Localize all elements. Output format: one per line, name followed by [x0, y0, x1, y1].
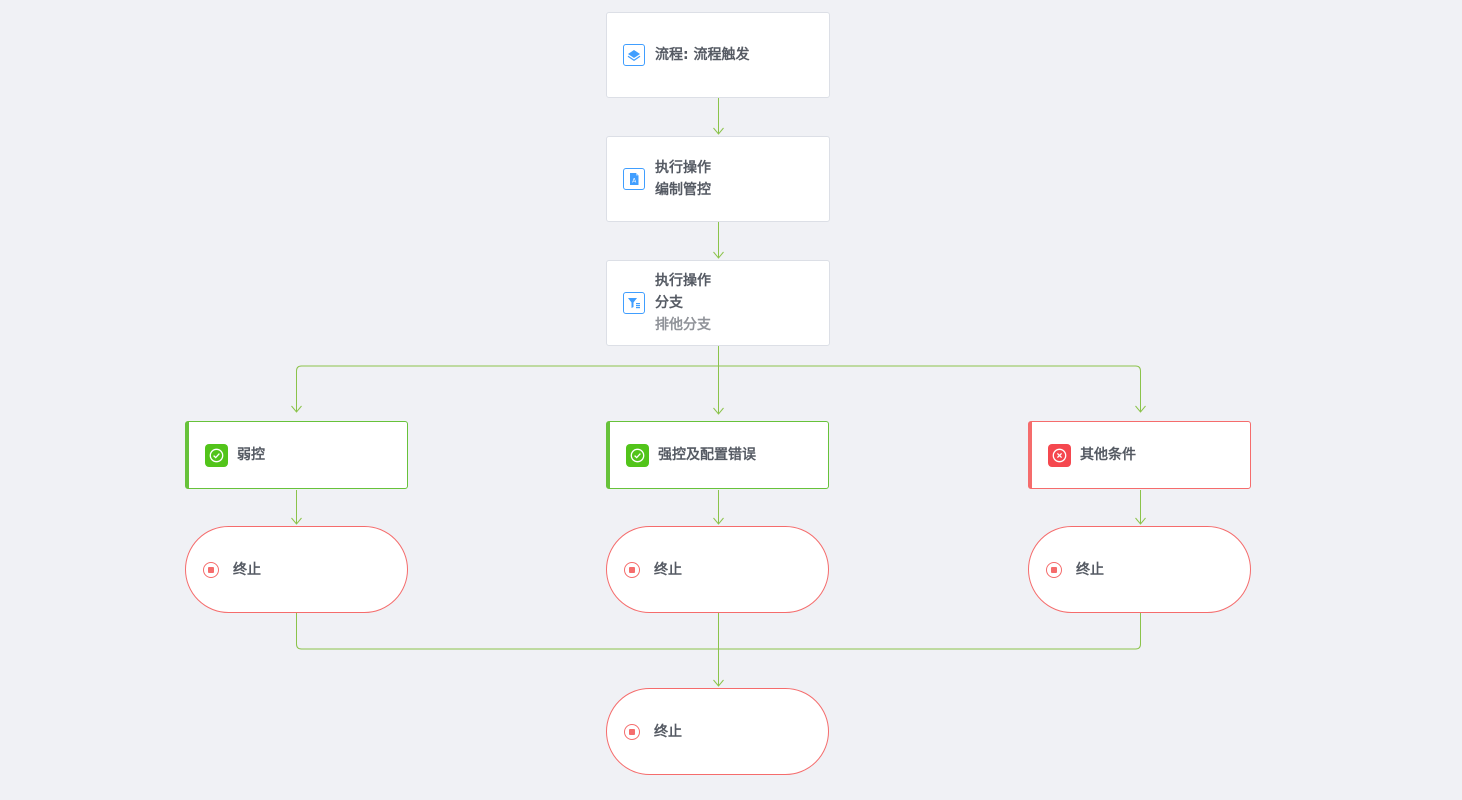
connector-arrowhead: [713, 251, 724, 259]
trigger-label: 流程: 流程触发: [655, 47, 750, 63]
connector-arrowhead: [291, 405, 302, 413]
branch-weak-control[interactable]: 弱控: [185, 421, 408, 489]
branch-strong-control[interactable]: 强控及配置错误: [606, 421, 829, 489]
end-node-label: 终止: [233, 561, 261, 578]
action-compile-label: 编制管控: [655, 182, 711, 198]
action-branch-title: 执行操作: [655, 273, 711, 289]
stop-icon: [624, 561, 640, 578]
connector-arrowhead: [713, 679, 724, 687]
branch-strong-control-label: 强控及配置错误: [658, 447, 756, 463]
stop-icon: [203, 561, 219, 578]
end-node-branch-2[interactable]: 终止: [606, 526, 829, 613]
connector-split: [296, 365, 1141, 412]
document-icon: A: [623, 168, 645, 190]
svg-text:A: A: [632, 178, 637, 185]
end-node-branch-1[interactable]: 终止: [185, 526, 408, 613]
final-end-label: 终止: [654, 723, 682, 740]
final-end-node[interactable]: 终止: [606, 688, 829, 775]
connector-arrowhead: [713, 127, 724, 135]
check-circle-icon: [626, 443, 649, 467]
connector-arrowhead: [713, 407, 724, 415]
branch-weak-control-label: 弱控: [237, 447, 265, 463]
layers-icon: [623, 44, 645, 66]
check-circle-icon: [205, 443, 228, 467]
action-compile-title: 执行操作: [655, 160, 711, 176]
action-branch-sublabel: 排他分支: [655, 317, 711, 333]
action-compile-node[interactable]: A 执行操作 编制管控: [606, 136, 830, 222]
stop-icon: [624, 723, 640, 740]
end-node-branch-3[interactable]: 终止: [1028, 526, 1251, 613]
action-branch-label: 分支: [655, 295, 683, 311]
stop-icon: [1046, 561, 1062, 578]
connector-merge: [296, 613, 1141, 650]
filter-icon: [623, 292, 645, 314]
close-circle-icon: [1048, 443, 1071, 467]
connector-arrowhead: [1135, 405, 1146, 413]
trigger-node[interactable]: 流程: 流程触发: [606, 12, 830, 98]
connector-arrowhead: [713, 517, 724, 525]
end-node-label: 终止: [654, 561, 682, 578]
connector-arrowhead: [291, 517, 302, 525]
branch-other-conditions-label: 其他条件: [1080, 447, 1136, 463]
end-node-label: 终止: [1076, 561, 1104, 578]
connector-arrowhead: [1135, 517, 1146, 525]
branch-other-conditions[interactable]: 其他条件: [1028, 421, 1251, 489]
action-branch-node[interactable]: 执行操作 分支 排他分支: [606, 260, 830, 346]
